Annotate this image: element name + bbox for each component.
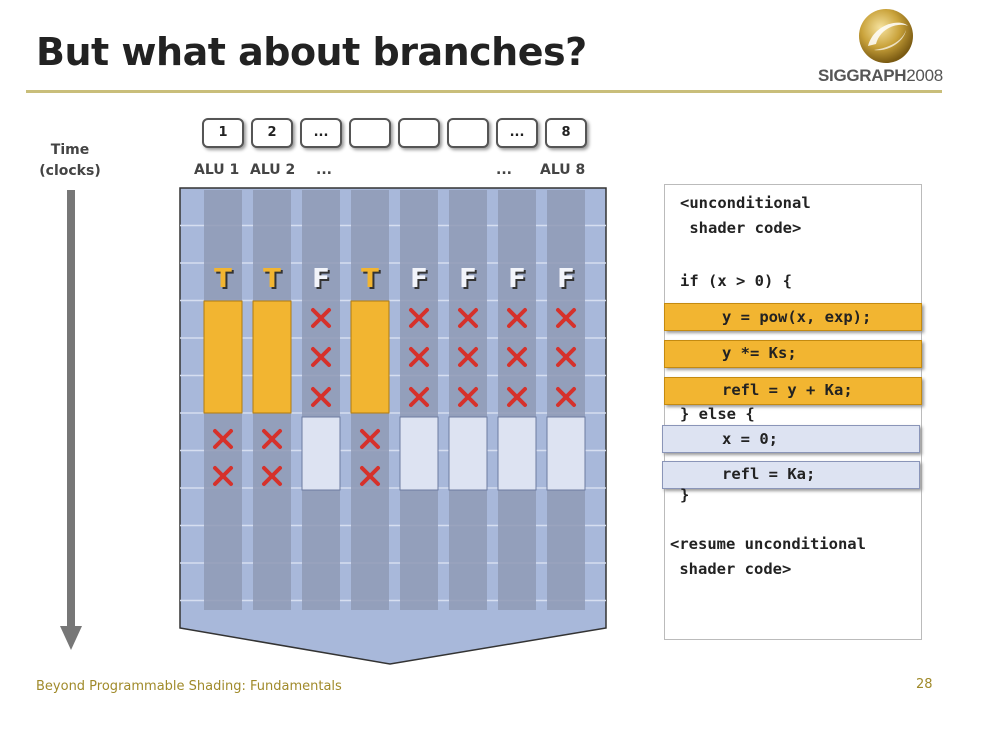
masked-then-x-8 [556,308,576,328]
code-if-line: if (x > 0) { [680,272,792,290]
code-else-2: refl = Ka; [722,465,816,483]
masked-then-x-6 [458,387,478,407]
code-panel [664,184,922,640]
time-label-text: Time [50,142,90,158]
branch-result-shadow-5: F [412,266,430,296]
branch-result-1: T [214,264,232,294]
else-exec-bar-3 [301,416,341,491]
masked-else-x-4 [360,429,380,449]
siggraph-logo-icon [859,9,913,63]
branch-result-4: T [361,264,379,294]
time-axis-label: Time (clocks) [38,140,102,182]
alu-grid-background [179,187,607,665]
masked-then-x-3 [311,308,331,328]
masked-then-x-8 [556,347,576,367]
else-line-2-highlight [662,461,920,489]
alu-label-8: ALU 8 [540,162,586,178]
title-divider [26,90,942,93]
alu-label-2: ALU 2 [250,162,296,178]
then-exec-bar-2 [252,300,292,414]
masked-else-x-1 [213,466,233,486]
else-exec-bar-8 [546,416,586,491]
alu-label-1: ALU 1 [194,162,240,178]
code-close-brace: } [680,486,690,504]
alu-lane-8 [547,190,585,610]
logo-brand: SIGGRAPH [818,66,907,85]
code-then-2: y *= Ks; [722,344,797,362]
alu-lane-7 [498,190,536,610]
code-then-3: refl = y + Ka; [722,381,853,399]
then-line-1-highlight [664,303,922,331]
masked-else-x-4 [360,466,380,486]
alu-label-ellipsis-right: ... [496,162,512,178]
code-resume-2: shader code> [670,560,792,578]
alu-lane-6 [449,190,487,610]
branch-result-shadow-3: F [314,266,332,296]
time-arrow-icon [60,190,82,650]
branch-result-shadow-1: T [216,266,234,296]
else-exec-bar-7 [497,416,537,491]
masked-then-x-3 [311,347,331,367]
masked-then-x-5 [409,308,429,328]
branch-result-shadow-2: T [265,266,283,296]
branch-result-shadow-4: T [363,266,381,296]
code-uncond-2: shader code> [680,219,802,237]
alu-box-8: 8 [545,118,587,148]
masked-then-x-7 [507,308,527,328]
else-exec-bar-5 [399,416,439,491]
branch-result-8: F [557,264,575,294]
code-else-1: x = 0; [722,430,778,448]
alu-box-6 [447,118,489,148]
alu-box-2: 2 [251,118,293,148]
alu-box-7: ... [496,118,538,148]
alu-lane-3 [302,190,340,610]
masked-else-x-2 [262,429,282,449]
page-number: 28 [916,677,933,692]
masked-then-x-6 [458,347,478,367]
alu-lane-5 [400,190,438,610]
then-line-2-highlight [664,340,922,368]
masked-then-x-7 [507,347,527,367]
masked-then-x-3 [311,387,331,407]
footer-text: Beyond Programmable Shading: Fundamental… [36,679,342,694]
branch-result-5: F [410,264,428,294]
slide-title: But what about branches? [36,30,587,74]
branch-result-2: T [263,264,281,294]
branch-result-shadow-7: F [510,266,528,296]
masked-then-x-8 [556,387,576,407]
time-label-units: (clocks) [39,163,101,179]
branch-result-6: F [459,264,477,294]
then-line-3-highlight [664,377,922,405]
else-line-1-highlight [662,425,920,453]
then-exec-bar-4 [350,300,390,414]
masked-then-x-5 [409,347,429,367]
alu-box-1: 1 [202,118,244,148]
branch-result-7: F [508,264,526,294]
masked-else-x-1 [213,429,233,449]
alu-box-3: ... [300,118,342,148]
branch-result-shadow-6: F [461,266,479,296]
branch-result-3: F [312,264,330,294]
else-exec-bar-6 [448,416,488,491]
alu-box-5 [398,118,440,148]
code-then-1: y = pow(x, exp); [722,308,872,326]
then-exec-bar-1 [203,300,243,414]
branch-result-shadow-8: F [559,266,577,296]
logo-year: 2008 [906,66,943,85]
code-resume-1: <resume unconditional [670,535,866,553]
alu-label-ellipsis-left: ... [316,162,332,178]
masked-then-x-5 [409,387,429,407]
masked-else-x-2 [262,466,282,486]
code-else-line: } else { [680,405,755,423]
siggraph-wordmark: SIGGRAPH2008 [818,66,943,86]
masked-then-x-7 [507,387,527,407]
masked-then-x-6 [458,308,478,328]
alu-box-4 [349,118,391,148]
code-uncond-1: <unconditional [680,194,811,212]
